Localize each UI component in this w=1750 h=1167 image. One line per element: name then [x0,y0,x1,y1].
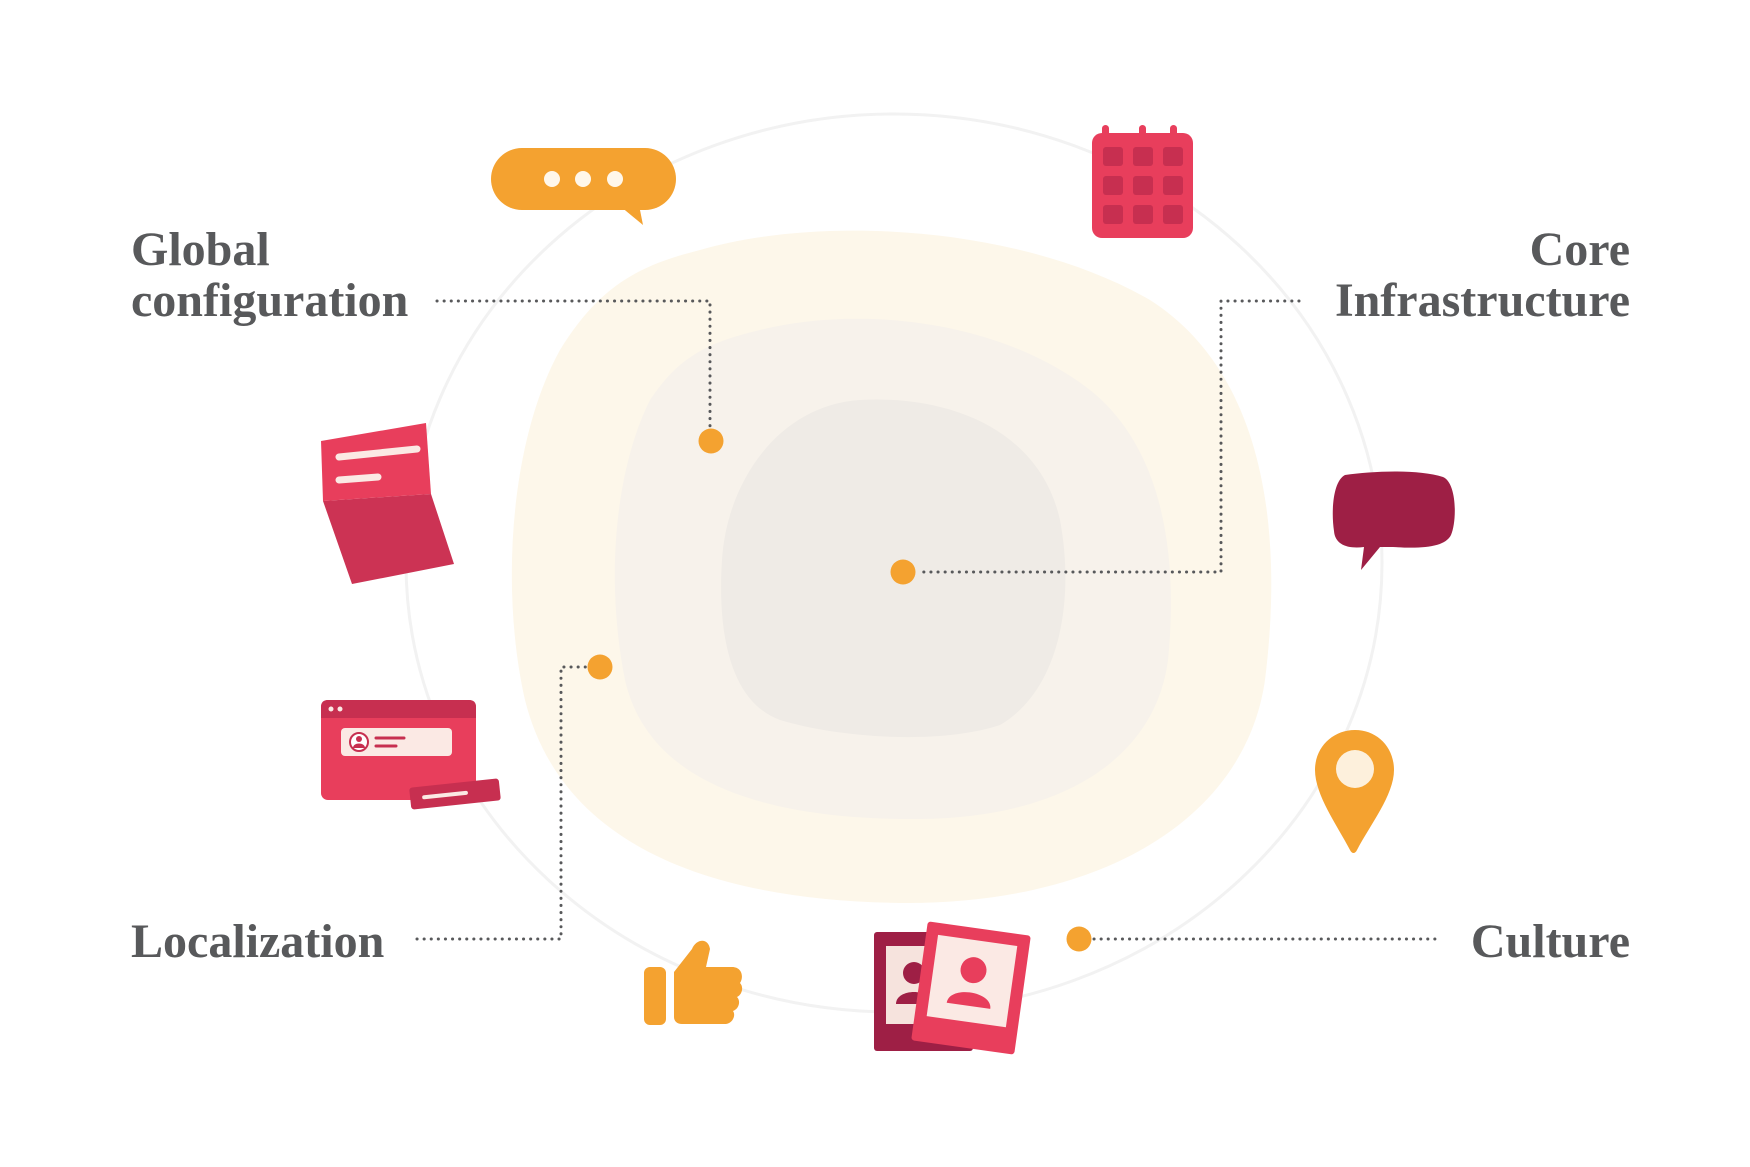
calendar-icon [1092,125,1193,238]
localization-leader [415,665,588,941]
chat-bubble-icon [491,148,676,225]
core-infrastructure-leader [916,299,1301,574]
notebook-icon [321,423,454,584]
core-infrastructure-dot [890,559,916,585]
localization-dot [587,654,613,680]
speech-bubble-icon [1332,471,1455,570]
culture-dot [1066,926,1092,952]
global-configuration-leader [435,299,712,430]
photos-icon [874,921,1031,1055]
localization-label: Localization [131,915,384,968]
core-label-line-1: Core [1530,223,1630,276]
global-label-line-2: configuration [131,274,408,327]
core-label-line-2: Infrastructure [1335,274,1630,327]
map-pin-icon [1315,730,1394,853]
browser-window-icon [321,700,501,810]
culture-label: Culture [1471,915,1630,968]
global-configuration-dot [698,428,724,454]
thumbs-up-icon [644,940,743,1025]
global-label-line-1: Global [131,223,270,276]
